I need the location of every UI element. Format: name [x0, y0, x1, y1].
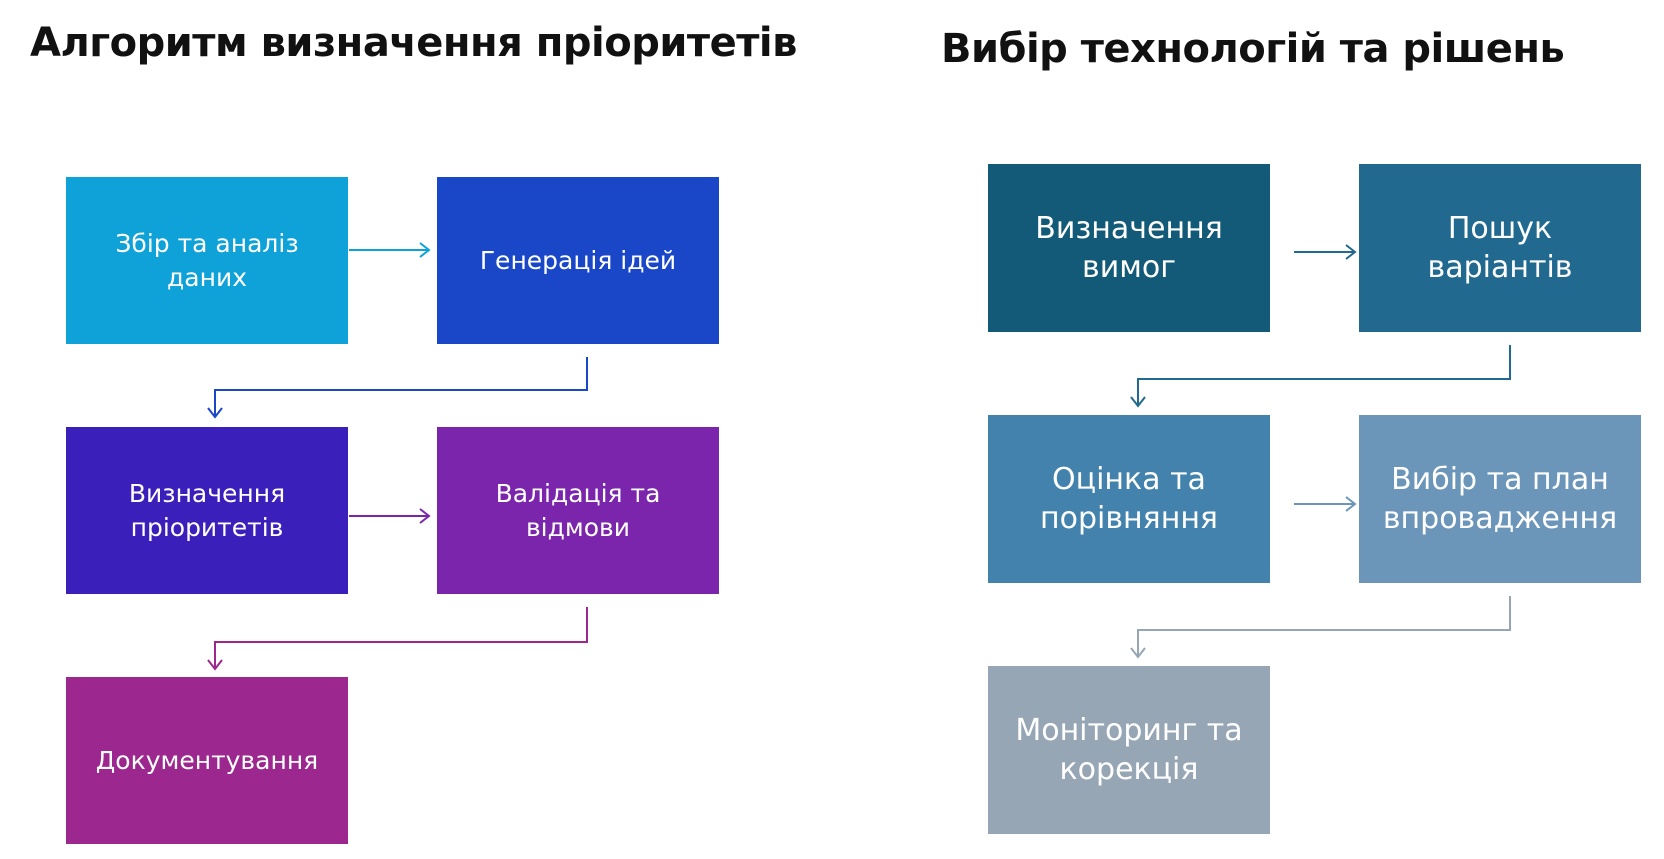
arrow-prioritize-to-validate	[349, 508, 431, 524]
step-documentation-label: Документування	[95, 745, 319, 775]
step-validation-label: Валідація та відмови	[495, 478, 661, 542]
step-data-collection-label: Збір та аналіз даних	[115, 228, 299, 292]
step-prioritization: Визначення пріоритетів	[66, 427, 348, 594]
step-requirements-label: Визначення вимог	[1035, 211, 1223, 285]
step-selection-plan: Вибір та план впровадження	[1359, 415, 1641, 583]
arrow-validate-to-document	[207, 607, 588, 671]
right-diagram-title: Вибір технологій та рішень	[941, 26, 1565, 72]
arrow-select-to-monitor	[1130, 596, 1511, 659]
arrow-collect-to-generate	[349, 242, 431, 258]
step-data-collection: Збір та аналіз даних	[66, 177, 348, 344]
step-documentation: Документування	[66, 677, 348, 844]
step-idea-generation-label: Генерація ідей	[479, 245, 677, 275]
step-prioritization-label: Визначення пріоритетів	[128, 478, 286, 542]
step-monitoring: Моніторинг та корекція	[988, 666, 1270, 834]
step-idea-generation: Генерація ідей	[437, 177, 719, 344]
step-evaluation-label: Оцінка та порівняння	[1040, 462, 1218, 536]
arrow-evaluate-to-select	[1294, 496, 1357, 512]
step-validation: Валідація та відмови	[437, 427, 719, 594]
arrow-search-to-evaluate	[1130, 345, 1511, 408]
step-selection-plan-label: Вибір та план впровадження	[1382, 462, 1618, 536]
arrow-generate-to-prioritize	[207, 357, 588, 419]
left-diagram-title: Алгоритм визначення пріоритетів	[30, 20, 797, 66]
step-requirements: Визначення вимог	[988, 164, 1270, 332]
step-evaluation: Оцінка та порівняння	[988, 415, 1270, 583]
step-search-options-label: Пошук варіантів	[1427, 211, 1573, 285]
step-monitoring-label: Моніторинг та корекція	[1015, 713, 1243, 787]
arrow-requirements-to-search	[1294, 244, 1357, 260]
step-search-options: Пошук варіантів	[1359, 164, 1641, 332]
